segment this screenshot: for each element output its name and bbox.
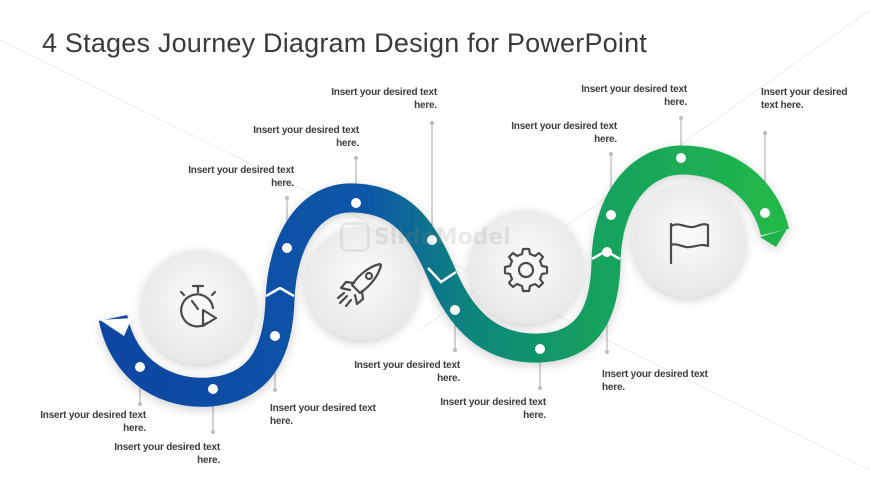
connector-end-dots [138, 116, 767, 434]
label-5: Insert your desired text here. [253, 125, 359, 149]
label-12: Insert your desired text here. [761, 87, 848, 111]
journey-path [98, 145, 790, 407]
stage-circle-3 [469, 210, 583, 324]
stage-circles [141, 183, 746, 364]
rocket-icon [336, 262, 383, 308]
label-1: Insert your desired text here. [40, 410, 146, 434]
label-11: Insert your desired text here. [581, 84, 687, 108]
label-10: Insert your desired text here. [511, 121, 617, 145]
gear-icon [503, 247, 549, 293]
label-7: Insert your desired text here. [354, 360, 460, 384]
label-9: Insert your desired text here. [602, 369, 708, 393]
stage-circle-4 [632, 183, 746, 297]
watermark-logo [340, 222, 370, 252]
watermark-text: SlideModel [374, 224, 511, 250]
page-title: 4 Stages Journey Diagram Design for Powe… [42, 28, 647, 58]
stage-circle-1 [141, 250, 255, 364]
label-2: Insert your desired text here. [114, 442, 220, 466]
stage-circle-2 [305, 226, 419, 340]
label-8: Insert your desired text here. [440, 397, 546, 421]
watermark: SlideModel [340, 222, 511, 252]
stopwatch-play-icon [179, 284, 218, 328]
flag-icon [669, 222, 710, 265]
label-6: Insert your desired text here. [331, 87, 437, 111]
label-3: Insert your desired text here. [270, 403, 376, 427]
label-4: Insert your desired text here. [188, 165, 294, 189]
path-dots [135, 153, 770, 394]
